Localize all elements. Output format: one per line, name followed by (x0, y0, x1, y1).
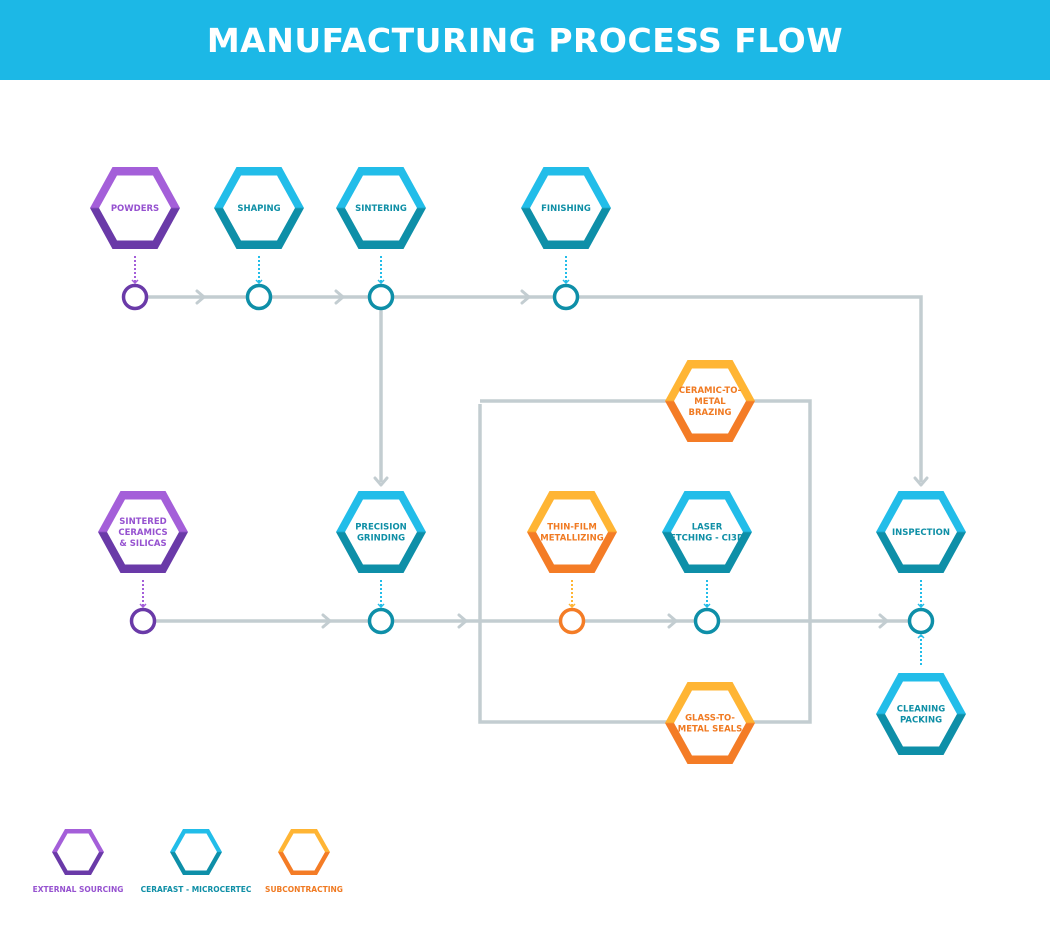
legend-item-external: EXTERNAL SOURCING (33, 829, 124, 894)
node-label: METALLIZING (540, 534, 603, 544)
flow-arrow-2 (334, 289, 345, 305)
node-hexagon-inner (885, 681, 957, 747)
header-banner: MANUFACTURING PROCESS FLOW (0, 0, 1050, 80)
dotted-stem-arrow-finishing (562, 279, 570, 285)
node-hexagon-inner (674, 368, 746, 434)
node-sintering: SINTERING (336, 167, 426, 249)
dotted-stem-arrow-shaping (255, 279, 263, 285)
legend-hexagon-inner (283, 833, 325, 871)
legend-hexagon-inner (175, 833, 217, 871)
junction-circle-laser (693, 607, 721, 635)
node-seals: GLASS-TO-METAL SEALS (665, 682, 755, 764)
node-label: ETCHING - CI3D (670, 534, 744, 544)
node-hexagon-inner (674, 690, 746, 756)
node-label: CERAMICS (118, 528, 167, 538)
node-hexagon-inner (107, 499, 179, 565)
node-label: METAL SEALS (678, 725, 742, 735)
dotted-stem-arrow-inspection (917, 603, 925, 609)
flow-arrow-6 (321, 613, 332, 629)
legend-label: SUBCONTRACTING (265, 885, 343, 894)
node-hexagon-inner (99, 175, 171, 241)
node-label: POWDERS (111, 204, 159, 214)
conn-top-row (148, 295, 923, 482)
node-label: SINTERING (355, 204, 407, 214)
junction-circle-powders (121, 283, 149, 311)
process-nodes: POWDERS SHAPING SINTERING FINISHING CERAMIC-… (90, 167, 966, 764)
node-finishing: FINISHING (521, 167, 611, 249)
node-hexagon-inner (530, 175, 602, 241)
node-label: CLEANING (897, 705, 945, 715)
node-label: FINISHING (541, 204, 591, 214)
legend-label: CERAFAST - MICROCERTEC (141, 885, 252, 894)
legend: EXTERNAL SOURCING CERAFAST - MICROCERTEC S… (33, 829, 343, 894)
node-hexagon-inner (345, 499, 417, 565)
dotted-stems (131, 256, 925, 665)
dotted-stem-arrow-sintering (377, 279, 385, 285)
node-hexagon-inner (223, 175, 295, 241)
legend-hexagon-inner (57, 833, 99, 871)
flow-arrow-5 (373, 476, 389, 487)
legend-item-subcontract: SUBCONTRACTING (265, 829, 343, 894)
flow-arrow-7 (457, 613, 468, 629)
flow-arrow-9 (878, 613, 889, 629)
node-label: GLASS-TO- (685, 714, 735, 724)
flow-arrow-8 (667, 613, 678, 629)
dotted-stem-arrow-grinding (377, 603, 385, 609)
node-label: INSPECTION (892, 528, 950, 538)
junction-circle-grinding (367, 607, 395, 635)
node-label: & SILICAS (119, 539, 166, 549)
node-hexagon-inner (536, 499, 608, 565)
legend-label: EXTERNAL SOURCING (33, 885, 124, 894)
dotted-stem-arrow-sintered (139, 603, 147, 609)
flow-arrow-4 (913, 476, 929, 487)
junction-circle-sintering (367, 283, 395, 311)
dotted-stem-arrow-cleaning (917, 633, 925, 639)
node-label: PACKING (900, 716, 942, 726)
junction-circles (121, 283, 935, 635)
node-label: PRECISION (355, 523, 407, 533)
connector-lines (148, 289, 929, 724)
node-powders: POWDERS (90, 167, 180, 249)
dotted-stem-arrow-metallizing (568, 603, 576, 609)
junction-circle-sintered (129, 607, 157, 635)
flow-arrow-1 (195, 289, 206, 305)
flow-arrow-3 (520, 289, 531, 305)
node-shaping: SHAPING (214, 167, 304, 249)
junction-circle-metallizing (558, 607, 586, 635)
node-label: CERAMIC-TO- (679, 386, 742, 396)
node-label: BRAZING (688, 408, 731, 418)
node-inspection: INSPECTION (876, 491, 966, 573)
page-title: MANUFACTURING PROCESS FLOW (206, 20, 844, 60)
conn-bypass-loop (478, 399, 812, 724)
dotted-stem-arrow-powders (131, 279, 139, 285)
junction-circle-shaping (245, 283, 273, 311)
junction-circle-inspection (907, 607, 935, 635)
node-hexagon-inner (345, 175, 417, 241)
node-hexagon-inner (671, 499, 743, 565)
node-label: GRINDING (357, 534, 405, 544)
dotted-stem-arrow-laser (703, 603, 711, 609)
node-label: THIN-FILM (547, 523, 597, 533)
legend-item-internal: CERAFAST - MICROCERTEC (141, 829, 252, 894)
node-label: METAL (694, 397, 726, 407)
junction-circle-finishing (552, 283, 580, 311)
node-hexagon-inner (885, 499, 957, 565)
node-label: SINTERED (119, 517, 166, 527)
node-label: SHAPING (237, 204, 280, 214)
node-label: LASER (692, 523, 723, 533)
